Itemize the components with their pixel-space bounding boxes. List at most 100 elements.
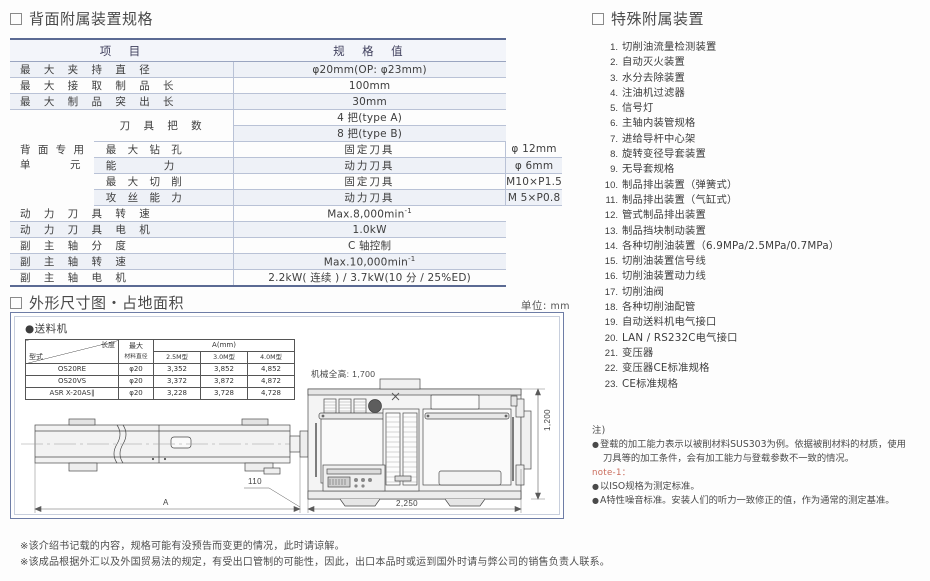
row-group-label: 背 面 专 用 单 元 <box>10 110 94 206</box>
max-dia-line2: 材料直径 <box>124 353 148 360</box>
list-item: 14.各种切削油装置（6.9MPa/2.5MPa/0.7MPa） <box>592 239 922 254</box>
row-item: 最 大 钻 孔 <box>93 141 234 158</box>
unit-label-text: 单位: <box>520 300 547 312</box>
row-subitem: 动力刀具 <box>232 157 506 174</box>
row-item: 副 主 轴 转 速 <box>10 253 234 270</box>
list-item: 16. 切削油装置动力线 <box>592 269 922 284</box>
unit-value: mm <box>550 301 570 312</box>
feeder-corner-top-right: 长度 <box>101 341 115 349</box>
row-value: 30mm <box>232 93 506 110</box>
list-item: 10. 制品排出装置（弹簧式） <box>592 178 922 193</box>
list-item: 1.切削油流量检测装置 <box>592 40 922 55</box>
row-item: 副 主 轴 分 度 <box>10 237 234 254</box>
row-subitem: 动力刀具 <box>232 189 506 206</box>
special-options-section: 特殊附属装置 1.切削油流量检测装置 2.自动灭火装置 3.水分去除装置 4.注… <box>592 8 922 392</box>
group-label-line1: 背 面 专 用 <box>20 143 87 156</box>
list-item-number: 17. <box>604 286 618 298</box>
table-row: 动 力 刀 具 电 机 1.0kW <box>10 221 562 238</box>
list-item-label: 制品挡块制动装置 <box>622 224 706 237</box>
row-item: 动 力 刀 具 电 机 <box>10 221 234 238</box>
footnote: ※该介绍书记载的内容，规格可能有没预告而变更的情况，此时请谅解。 <box>20 541 345 552</box>
list-item-label: 切削油流量检测装置 <box>622 41 717 53</box>
list-item: 7. 进给导杆中心架 <box>592 132 922 147</box>
row-subitem: 固定刀具 <box>232 173 506 190</box>
table-row: 副 主 轴 分 度 C 轴控制 <box>10 237 562 254</box>
square-bullet-icon <box>10 296 22 309</box>
row-value: 100mm <box>232 77 506 94</box>
list-item-number: 7. <box>610 133 618 145</box>
height-dimension-annotation: 1,200 <box>543 408 552 431</box>
machine-layout-drawing <box>21 378 545 513</box>
list-item-number: 23. <box>604 378 618 390</box>
table-row: 最 大 制 品 突 出 长 30mm <box>10 93 562 110</box>
list-item-number: 13. <box>604 225 618 237</box>
list-item-label: 信号灯 <box>622 102 654 115</box>
feeder-header-row: 长度 型式 最大 材料直径 A(mm) <box>25 339 295 364</box>
square-bullet-icon <box>592 12 604 25</box>
list-item: 13. 制品挡块制动装置 <box>592 224 922 239</box>
table-row: 最 大 夹 持 直 径 φ20mm(OP: φ23mm) <box>10 61 562 78</box>
table-row: 副 主 轴 转 速 Max.10,000min-1 <box>10 253 562 270</box>
feeder-corner-cell: 长度 型式 <box>25 339 119 364</box>
gap-dimension-annotation: 110 <box>248 477 262 486</box>
note-item: ● 登载的加工能力表示以被削材料SUS303为例。依据被削材料的材质，使用 <box>592 438 930 452</box>
list-item-label: 进给导杆中心架 <box>622 132 696 145</box>
list-item-label: 制品排出装置（弹簧式） <box>622 178 738 191</box>
note-item: ● A特性噪音标准。安装人们的听力一致修正的值，作为通常的测定基准。 <box>592 494 930 508</box>
note1-label: note-1： <box>592 468 631 478</box>
feeder-row: ASR X-20AS∥ φ20 3,228 3,728 4,728 <box>25 387 295 400</box>
list-item-number: 16. <box>604 271 618 283</box>
row-subitem: 固定刀具 <box>232 141 506 158</box>
row-item: 最 大 夹 持 直 径 <box>10 61 234 78</box>
list-item-label: 切削油阀 <box>622 285 664 298</box>
list-item-label: 自动灭火装置 <box>622 56 685 69</box>
dimension-drawing-panel: ●送料机 长度 型式 最大 材料直径 A(mm) 2.5M型 3.0M型 <box>10 312 564 519</box>
row-value-text: Max.10,000min <box>323 256 408 269</box>
list-item-number: 18. <box>604 302 618 314</box>
feeder-model: ASR X-20AS∥ <box>25 387 119 400</box>
list-item-label: 各种切削油装置（6.9MPa/2.5MPa/0.7MPa） <box>622 239 840 252</box>
list-item-number: 20. <box>604 332 618 344</box>
table-row: 8 把(type B) <box>10 125 562 142</box>
bullet-icon: ● <box>592 496 599 505</box>
row-item: 最 大 接 取 制 品 长 <box>10 77 234 94</box>
note-text: A特性噪音标准。安装人们的听力一致修正的值，作为通常的测定基准。 <box>599 495 895 506</box>
list-item: 23.CE标准规格 <box>592 377 922 392</box>
table-row: 最 大 接 取 制 品 长 100mm <box>10 77 562 94</box>
table-row: 最 大 钻 孔 固定刀具 φ 12mm <box>10 141 562 158</box>
row-value: 2.2kW( 连续 ) / 3.7kW(10 分 / 25%ED) <box>232 269 506 287</box>
bullet-icon: ● <box>592 482 599 491</box>
feeder-a-value: 4,728 <box>247 387 295 400</box>
list-item-number: 10. <box>604 179 618 191</box>
list-item: 5.信号灯 <box>592 101 922 116</box>
list-item-label: 无导套规格 <box>622 163 675 176</box>
list-item: 8.旋转变径导套装置 <box>592 147 922 162</box>
width-dimension-annotation: 2,250 <box>396 499 419 508</box>
bullet-icon: ● <box>592 440 599 449</box>
special-options-list: 1.切削油流量检测装置 2.自动灭火装置 3.水分去除装置 4.注油机过滤器 5… <box>592 40 922 392</box>
row-value: φ20mm(OP: φ23mm) <box>232 61 506 78</box>
row-value: φ 12mm <box>505 141 562 158</box>
list-item: 17. 切削油阀 <box>592 285 922 300</box>
list-item: 2. 自动灭火装置 <box>592 55 922 70</box>
dimension-heading-row: 外形尺寸图・占地面积 单位: mm <box>10 292 570 313</box>
row-item: 副 主 轴 电 机 <box>10 269 234 287</box>
list-item-label: 切削油装置动力线 <box>622 270 706 283</box>
list-item-label: 管式制品排出装置 <box>622 209 706 222</box>
feeder-row: OS20VS φ20 3,372 3,872 4,872 <box>25 375 295 388</box>
group-label-line2: 单 元 <box>20 158 83 171</box>
list-item-number: 6. <box>610 118 618 130</box>
row-value-superscript: -1 <box>407 254 416 263</box>
list-item-number: 12. <box>604 210 618 222</box>
list-item-number: 15. <box>604 256 618 268</box>
list-item-number: 22. <box>604 363 618 375</box>
list-item-number: 2. <box>610 57 618 69</box>
list-item-label: LAN / RS232C电气接口 <box>622 331 738 344</box>
list-item-label: 变压器CE标准规格 <box>622 362 710 375</box>
feeder-heading: ●送料机 <box>25 323 68 335</box>
feeder-corner-bottom-left: 型式 <box>29 353 43 361</box>
table-header-row: 项 目 规 格 值 <box>10 38 562 62</box>
table-row: 副 主 轴 电 机 2.2kW( 连续 ) / 3.7kW(10 分 / 25%… <box>10 269 562 287</box>
row-value: 1.0kW <box>232 221 506 238</box>
page-footnotes: ※该介绍书记载的内容，规格可能有没预告而变更的情况，此时请谅解。 ※该成品根据外… <box>20 539 920 571</box>
